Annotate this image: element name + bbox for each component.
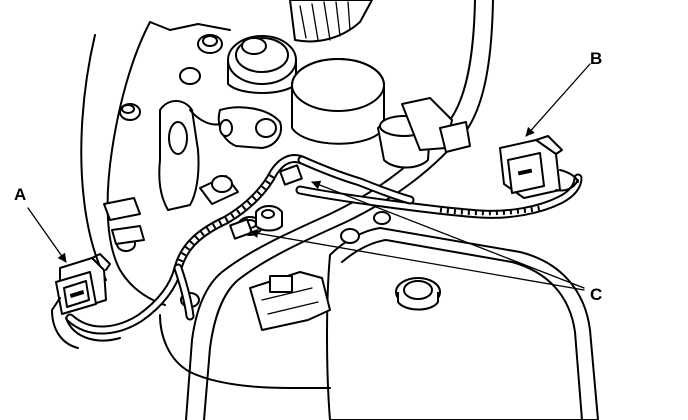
connector-a xyxy=(51,253,121,349)
callout-labels: A B C xyxy=(14,49,602,304)
leader-c-lower xyxy=(249,228,585,291)
leader-c-upper xyxy=(311,180,585,289)
callout-label-a: A xyxy=(14,185,26,204)
callout-label-b: B xyxy=(590,49,602,68)
leader-b xyxy=(525,63,591,137)
engine-block xyxy=(80,0,599,420)
callout-label-c: C xyxy=(590,285,602,304)
leader-a xyxy=(27,207,67,263)
callout-leaders xyxy=(27,63,591,291)
connector-b xyxy=(499,135,579,199)
wire-harness xyxy=(65,154,583,335)
